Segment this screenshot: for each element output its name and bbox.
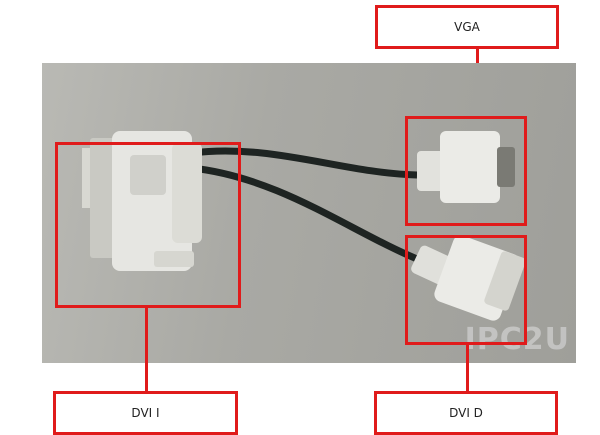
- highlight-vga: [405, 116, 527, 226]
- cable-illustration: [82, 131, 526, 321]
- connector-line-dvi-d: [466, 344, 469, 393]
- dvi-d-connector: [411, 235, 526, 321]
- highlight-dvi-d: [405, 235, 527, 345]
- cable-photo: IPC2U: [42, 63, 576, 363]
- label-dvi-d: DVI D: [374, 391, 558, 435]
- label-vga: VGA: [375, 5, 559, 49]
- label-dvi-i-text: DVI I: [131, 406, 160, 420]
- vga-connector: [417, 131, 515, 203]
- label-dvi-d-text: DVI D: [449, 406, 483, 420]
- highlight-dvi-i: [55, 142, 241, 308]
- dvi-i-connector: [82, 131, 202, 271]
- connector-line-dvi-i: [145, 307, 148, 393]
- label-vga-text: VGA: [454, 20, 480, 34]
- label-dvi-i: DVI I: [53, 391, 238, 435]
- cable-upper: [191, 147, 418, 179]
- watermark: IPC2U: [464, 322, 570, 357]
- cable-lower: [191, 164, 424, 265]
